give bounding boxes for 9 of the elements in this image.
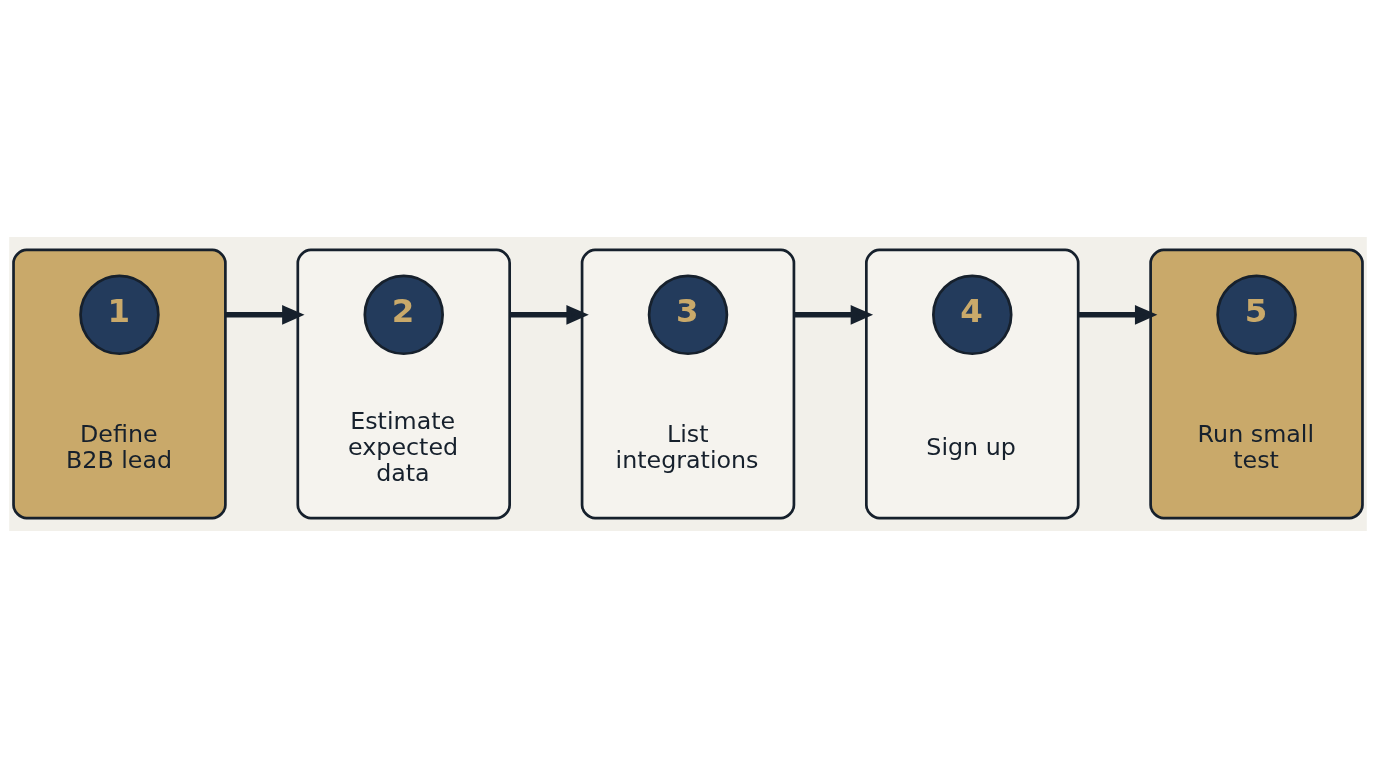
arrow xyxy=(509,305,589,325)
arrow xyxy=(1078,305,1158,325)
node-circle: 2 xyxy=(363,274,444,356)
arrow xyxy=(793,305,874,325)
arrow xyxy=(225,305,305,325)
node-circle: 3 xyxy=(647,274,729,356)
node-circle: 5 xyxy=(1216,274,1297,356)
node-circle: 1 xyxy=(79,274,160,356)
node-circle: 4 xyxy=(932,274,1013,356)
